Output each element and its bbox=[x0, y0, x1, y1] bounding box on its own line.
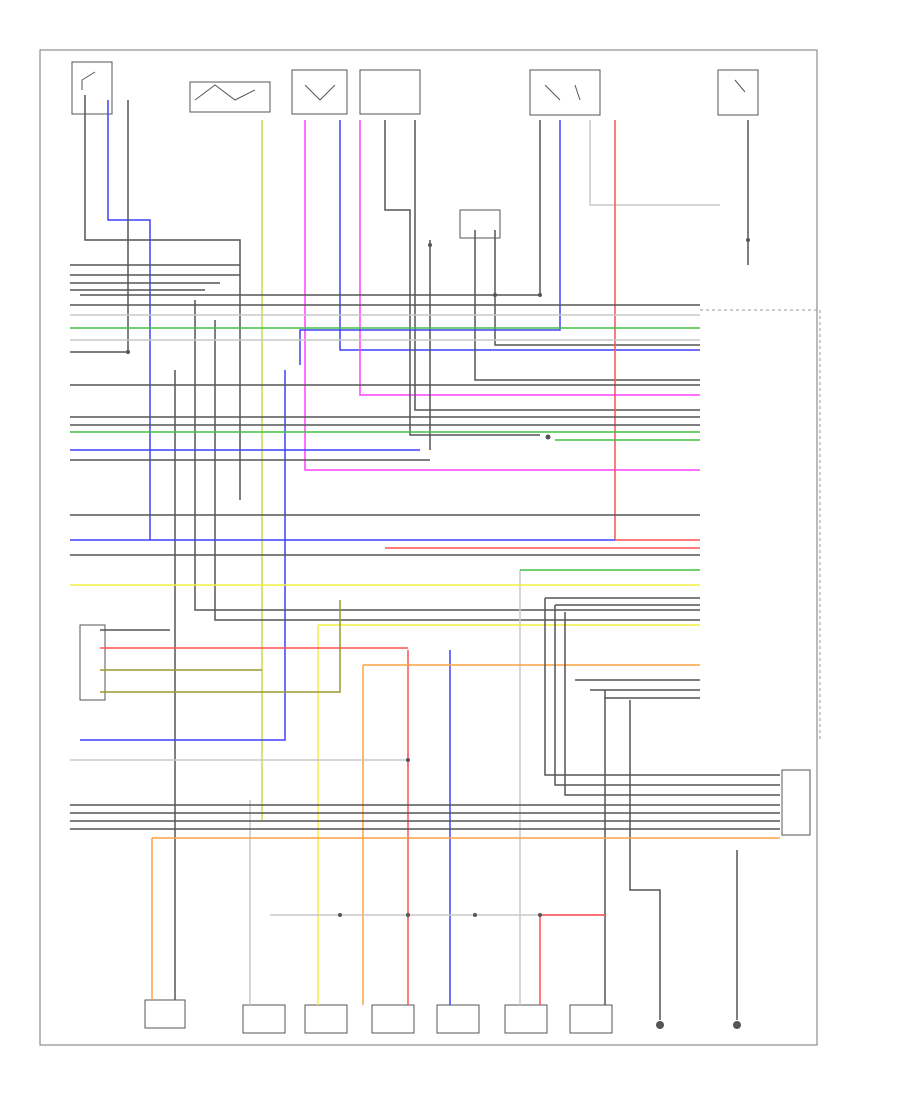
connector-right-lower bbox=[781, 769, 811, 836]
diagram-frame bbox=[39, 49, 818, 1046]
component-top-sensor bbox=[717, 69, 759, 116]
component-top-switch-3 bbox=[529, 69, 601, 116]
injector-1 bbox=[242, 1004, 286, 1034]
injector-4 bbox=[436, 1004, 480, 1034]
component-top-switch-1 bbox=[71, 61, 113, 115]
component-top-switch-2 bbox=[189, 81, 271, 113]
sensor-icon bbox=[734, 79, 746, 93]
switch-icon bbox=[304, 84, 336, 101]
injector-6 bbox=[569, 1004, 613, 1034]
connector-left-middle bbox=[79, 624, 106, 701]
connector-top-center bbox=[459, 209, 501, 239]
horizontal-wires bbox=[70, 264, 780, 916]
switch-icon bbox=[194, 84, 256, 101]
injector-5 bbox=[504, 1004, 548, 1034]
control-unit-icon bbox=[144, 999, 186, 1029]
ground-icon bbox=[733, 1021, 741, 1029]
injector-3 bbox=[371, 1004, 415, 1034]
ecu-boundary bbox=[700, 309, 821, 740]
bottom-components bbox=[144, 999, 741, 1034]
splice-points bbox=[126, 238, 750, 917]
injector-2 bbox=[304, 1004, 348, 1034]
vertical-wires bbox=[80, 95, 749, 1020]
ground-icon bbox=[656, 1021, 664, 1029]
switch-icon bbox=[81, 71, 96, 90]
switch-icon bbox=[544, 84, 581, 101]
component-top-relay bbox=[291, 69, 421, 115]
